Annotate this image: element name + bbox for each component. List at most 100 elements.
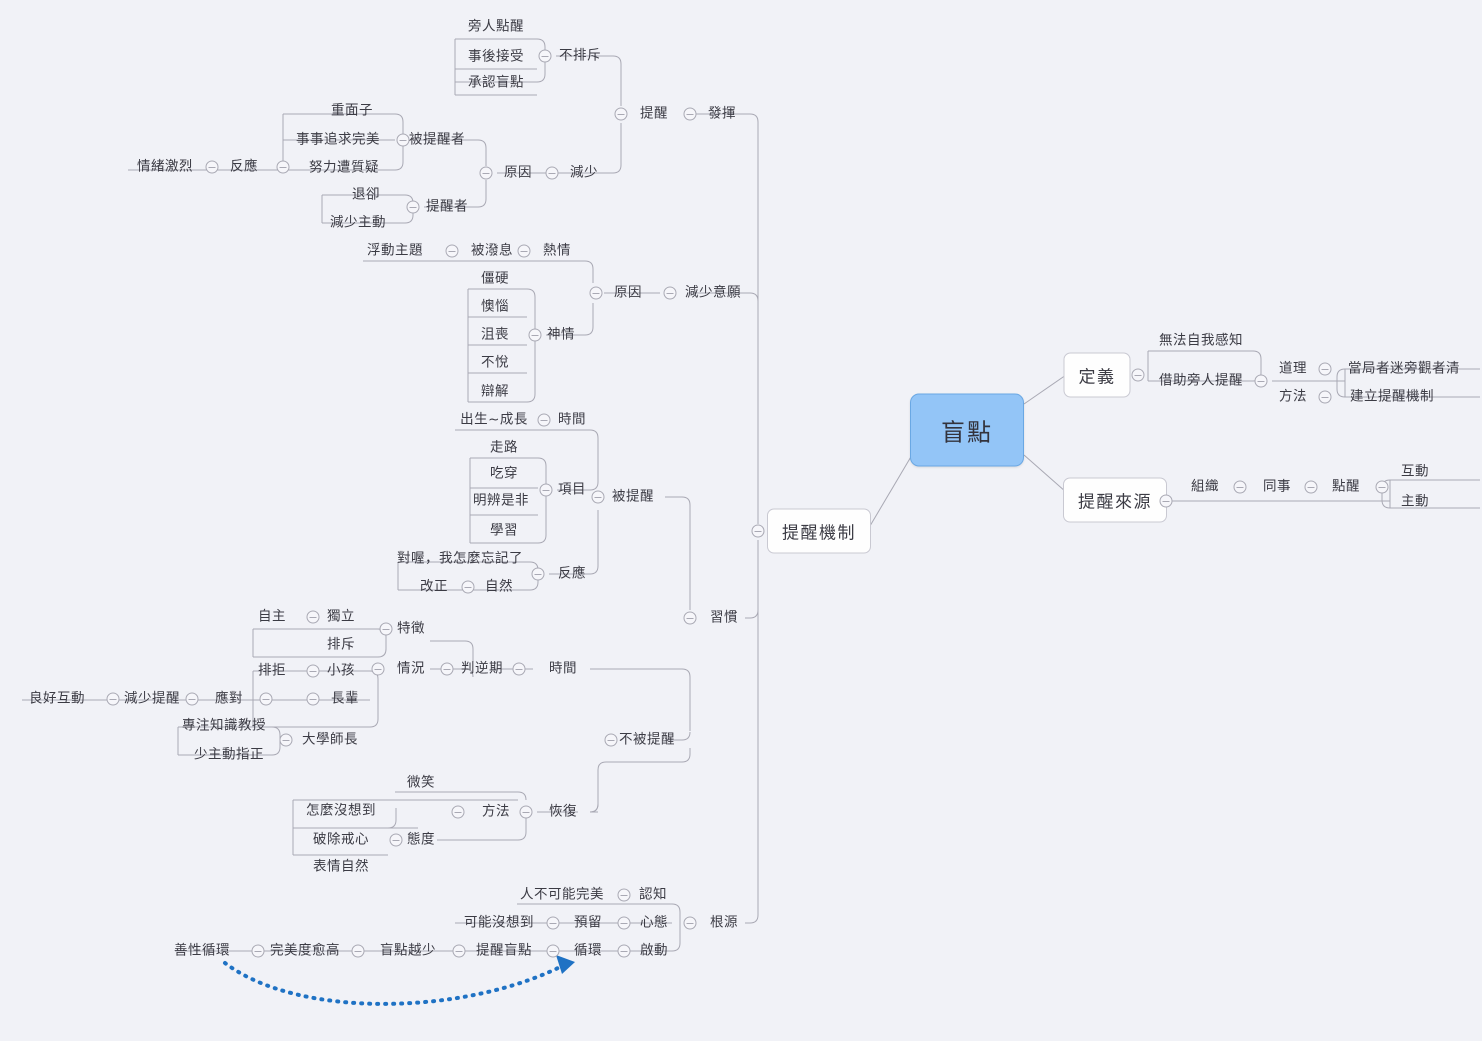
- node-being-reminded[interactable]: 被提醒: [612, 488, 654, 505]
- node-learning[interactable]: 學習: [490, 522, 518, 539]
- node-recovery[interactable]: 恢復: [549, 803, 577, 820]
- toggle-icon-reduced-willingness[interactable]: [663, 286, 677, 300]
- node-annoyed[interactable]: 懊惱: [481, 298, 509, 315]
- node-might-not-think-of[interactable]: 可能沒想到: [464, 914, 534, 931]
- node-doused[interactable]: 被潑息: [471, 242, 513, 259]
- node-cause-2[interactable]: 原因: [614, 284, 642, 301]
- node-dejected[interactable]: 沮喪: [481, 326, 509, 343]
- node-reaction[interactable]: 反應: [230, 158, 258, 175]
- toggle-icon-expression[interactable]: [528, 328, 542, 342]
- node-retreat[interactable]: 退卻: [352, 186, 380, 203]
- node-floating-topic[interactable]: 浮動主題: [367, 242, 423, 259]
- node-smile[interactable]: 微笑: [407, 774, 435, 791]
- node-rely-on-others-reminder[interactable]: 借助旁人提醒: [1159, 372, 1243, 389]
- node-time-1[interactable]: 時間: [558, 411, 586, 428]
- toggle-icon-reminder-source[interactable]: [1159, 494, 1173, 508]
- node-fewer-blindspots[interactable]: 盲點越少: [380, 942, 436, 959]
- node-focus-on-teaching[interactable]: 專注知識教授: [182, 717, 266, 734]
- node-autonomy[interactable]: 自主: [258, 608, 286, 625]
- node-interaction[interactable]: 互動: [1401, 463, 1429, 480]
- node-the-reminded[interactable]: 被提醒者: [409, 131, 465, 148]
- toggle-icon-fewer-reminders[interactable]: [106, 692, 120, 706]
- toggle-icon-response-expand[interactable]: [259, 692, 273, 706]
- toggle-icon-not-reject[interactable]: [538, 49, 552, 63]
- node-repel[interactable]: 排拒: [258, 662, 286, 679]
- node-rarely-correct[interactable]: 少主動指正: [194, 746, 264, 763]
- toggle-icon-reaction-2[interactable]: [531, 567, 545, 581]
- toggle-icon-mindset[interactable]: [617, 916, 631, 930]
- toggle-icon-characteristic[interactable]: [379, 622, 393, 636]
- node-proactive[interactable]: 主動: [1401, 493, 1429, 510]
- node-build-reminder-mechanism[interactable]: 建立提醒機制: [1350, 388, 1434, 405]
- node-method-definition[interactable]: 方法: [1279, 388, 1307, 405]
- node-attitude[interactable]: 態度: [407, 831, 435, 848]
- node-elder[interactable]: 長輩: [331, 690, 359, 707]
- toggle-icon-university-teacher[interactable]: [279, 733, 293, 747]
- node-natural-1[interactable]: 自然: [485, 578, 513, 595]
- node-child[interactable]: 小孩: [327, 662, 355, 679]
- node-less-initiative[interactable]: 減少主動: [330, 214, 386, 231]
- node-mindset[interactable]: 心態: [640, 914, 668, 931]
- node-exert[interactable]: 發揮: [708, 105, 736, 122]
- node-natural-expression[interactable]: 表情自然: [313, 858, 369, 875]
- node-eat-wear[interactable]: 吃穿: [490, 465, 518, 482]
- node-reminder-mechanism[interactable]: 提醒機制: [767, 508, 871, 554]
- toggle-icon-the-reminder[interactable]: [406, 200, 420, 214]
- node-oh-i-forgot[interactable]: 對喔，我怎麼忘記了: [397, 550, 523, 567]
- toggle-icon-the-reminded[interactable]: [396, 133, 410, 147]
- toggle-icon-definition[interactable]: [1131, 368, 1145, 382]
- toggle-icon-attitude[interactable]: [389, 833, 403, 847]
- node-response[interactable]: 應對: [215, 690, 243, 707]
- node-virtuous-cycle[interactable]: 善性循環: [174, 942, 230, 959]
- toggle-icon-rely-on-others[interactable]: [1254, 374, 1268, 388]
- toggle-icon-colleague[interactable]: [1304, 480, 1318, 494]
- node-bystander-sees-clearly[interactable]: 當局者迷旁觀者清: [1348, 360, 1460, 377]
- node-intense-emotion[interactable]: 情緒激烈: [137, 158, 193, 175]
- toggle-icon-decrease[interactable]: [545, 166, 559, 180]
- node-item[interactable]: 項目: [558, 481, 586, 498]
- node-decrease[interactable]: 減少: [570, 164, 598, 181]
- node-independence[interactable]: 獨立: [327, 608, 355, 625]
- node-reserve[interactable]: 預留: [574, 914, 602, 931]
- toggle-icon-organization[interactable]: [1233, 480, 1247, 494]
- toggle-icon-higher-perfection[interactable]: [251, 944, 265, 958]
- node-people-cannot-be-perfect[interactable]: 人不可能完美: [520, 886, 604, 903]
- toggle-icon-cause-1[interactable]: [479, 166, 493, 180]
- node-method-recovery[interactable]: 方法: [482, 803, 510, 820]
- toggle-icon-method-recovery[interactable]: [451, 805, 465, 819]
- node-birth-to-growth[interactable]: 出生~成長: [460, 411, 528, 428]
- node-distinguish-right-wrong[interactable]: 明辨是非: [473, 492, 529, 509]
- toggle-icon-response[interactable]: [185, 692, 199, 706]
- node-cannot-self-perceive[interactable]: 無法自我感知: [1159, 332, 1243, 349]
- node-correct[interactable]: 改正: [420, 578, 448, 595]
- node-walking[interactable]: 走路: [490, 439, 518, 456]
- toggle-icon-reaction[interactable]: [205, 160, 219, 174]
- node-remind-blindspot[interactable]: 提醒盲點: [476, 942, 532, 959]
- toggle-icon-principle[interactable]: [1318, 362, 1332, 376]
- node-effort-questioned[interactable]: 努力遭質疑: [309, 159, 379, 176]
- toggle-icon-recovery[interactable]: [519, 805, 533, 819]
- node-cause-1[interactable]: 原因: [504, 164, 532, 181]
- node-activate[interactable]: 啟動: [640, 942, 668, 959]
- node-excuse[interactable]: 辯解: [481, 383, 509, 400]
- node-pursue-perfection[interactable]: 事事追求完美: [296, 131, 380, 148]
- toggle-icon-method-definition[interactable]: [1318, 390, 1332, 404]
- node-the-reminder[interactable]: 提醒者: [426, 198, 468, 215]
- node-situation[interactable]: 情況: [397, 660, 425, 677]
- node-stiff[interactable]: 僵硬: [481, 270, 509, 287]
- node-higher-perfection[interactable]: 完美度愈高: [270, 942, 340, 959]
- toggle-icon-activate[interactable]: [617, 944, 631, 958]
- node-principle[interactable]: 道理: [1279, 360, 1307, 377]
- node-root-cause[interactable]: 根源: [710, 914, 738, 931]
- node-fewer-reminders[interactable]: 減少提醒: [124, 690, 180, 707]
- toggle-icon-situation[interactable]: [371, 662, 385, 676]
- node-good-interaction[interactable]: 良好互動: [29, 690, 85, 707]
- node-why-didnt-i-think[interactable]: 怎麼沒想到: [306, 802, 376, 819]
- toggle-icon-reminder-mechanism[interactable]: [751, 524, 765, 538]
- node-break-defense[interactable]: 破除戒心: [313, 831, 369, 848]
- node-not-being-reminded[interactable]: 不被提醒: [619, 731, 675, 748]
- root-node[interactable]: 盲點: [910, 393, 1024, 467]
- node-admit-blindspot[interactable]: 承認盲點: [468, 74, 524, 91]
- toggle-icon-cause-2[interactable]: [589, 286, 603, 300]
- toggle-icon-time-1[interactable]: [537, 413, 551, 427]
